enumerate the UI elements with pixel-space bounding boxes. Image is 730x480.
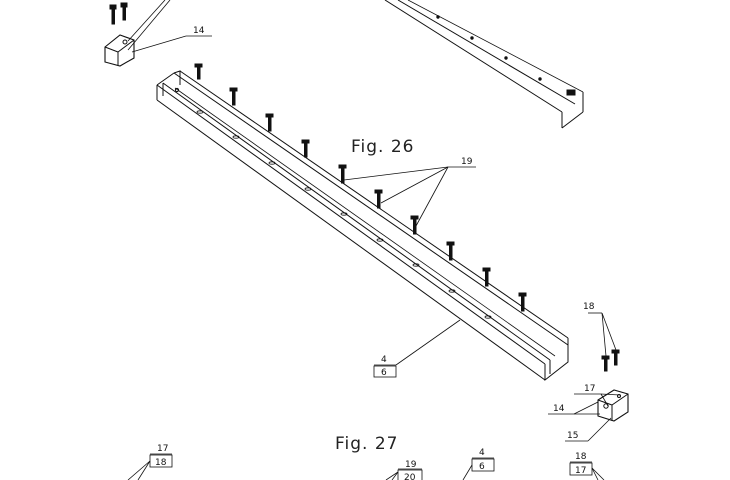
callout-6: 6 <box>381 368 387 378</box>
callout-4-bottom: 4 <box>479 448 485 458</box>
screw <box>374 189 383 209</box>
figure-caption-fig-27: Fig. 27 <box>335 434 399 454</box>
bottom-left-callout <box>127 453 173 480</box>
screw <box>229 87 238 106</box>
main-channel-rail <box>156 70 569 382</box>
screw <box>446 241 455 261</box>
callout-17-bottom-right: 17 <box>575 466 586 476</box>
callout-18-right: 18 <box>583 302 595 312</box>
channel-holes <box>196 110 492 319</box>
callout-6-bottom: 6 <box>479 462 485 472</box>
bottom-right-callout <box>569 461 605 480</box>
screw <box>410 215 419 235</box>
leader-19 <box>343 166 476 227</box>
screw <box>338 164 347 184</box>
figure-caption-fig-26: Fig. 26 <box>351 137 415 157</box>
screw <box>265 113 274 132</box>
screw <box>518 292 527 312</box>
callout-17-right: 17 <box>584 384 595 394</box>
screw <box>194 63 203 80</box>
callout-15-right: 15 <box>567 431 578 441</box>
callout-19: 19 <box>461 157 473 167</box>
leader-4-6 <box>373 319 461 378</box>
callout-17-bottom-left: 17 <box>157 444 168 454</box>
screw <box>301 139 310 158</box>
callout-19-bottom: 19 <box>405 460 417 470</box>
bottom-callout-4-6 <box>462 457 495 480</box>
screw-row <box>194 63 527 312</box>
screw <box>482 267 491 287</box>
callout-20-bottom: 20 <box>404 473 416 480</box>
callout-14-top: 14 <box>193 26 205 36</box>
bottom-mid-callout <box>385 468 423 480</box>
right-end-cap <box>548 312 629 442</box>
callout-14-right: 14 <box>553 404 565 414</box>
top-left-end-cap <box>104 0 212 67</box>
callout-18-bottom-left: 18 <box>155 458 167 468</box>
callout-18-bottom-right: 18 <box>575 452 587 462</box>
upper-rail <box>384 0 584 129</box>
callout-4: 4 <box>381 355 387 365</box>
